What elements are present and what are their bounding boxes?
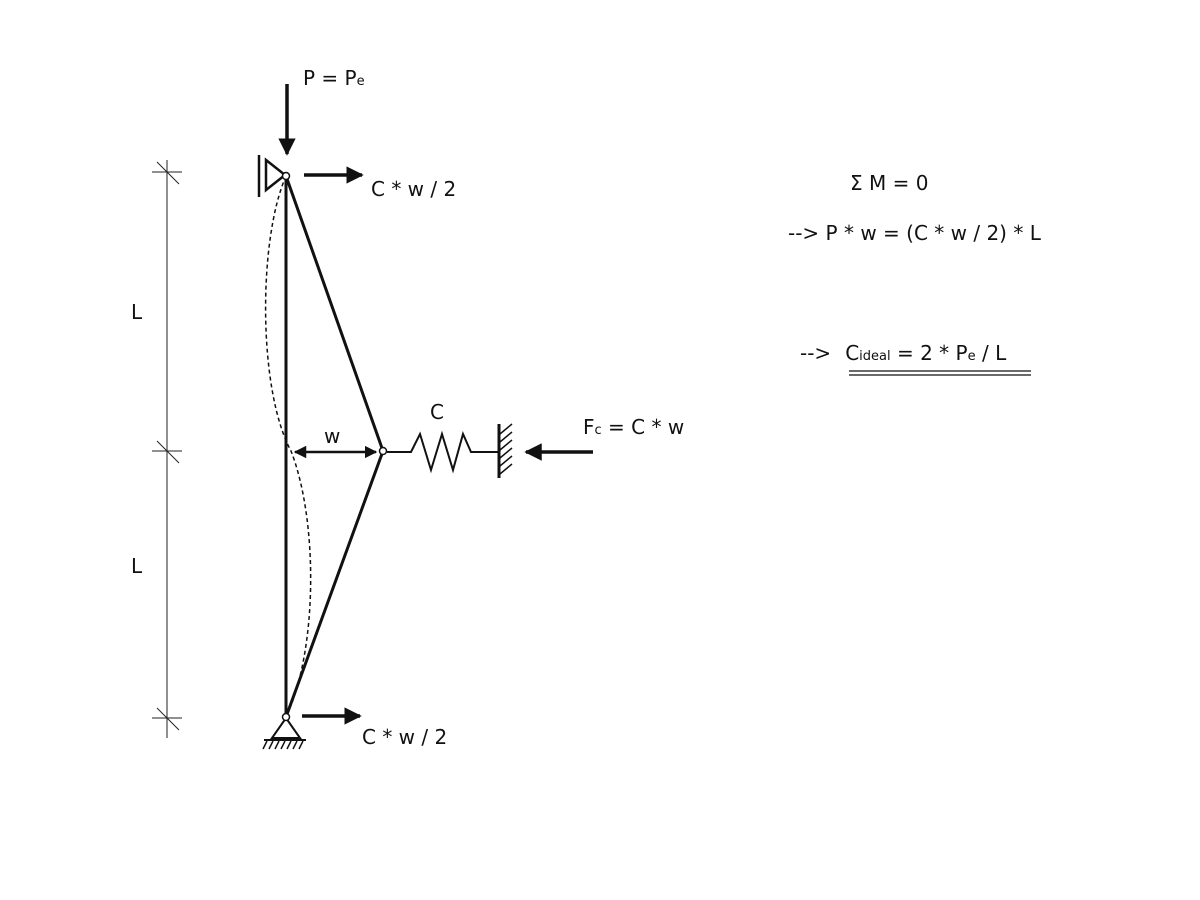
spring-force-label: Fc = C * w	[583, 415, 684, 439]
brace-member-bottom	[284, 450, 385, 718]
result-double-underline	[849, 370, 1031, 376]
bottom-hinge	[281, 712, 291, 722]
deflection-label: w	[324, 424, 340, 448]
top-reaction-label: C * w / 2	[371, 177, 456, 201]
spring-label: C	[430, 400, 444, 424]
mid-hinge	[378, 446, 388, 456]
top-hinge	[281, 171, 291, 181]
equation-sum-moments: Σ M = 0	[850, 171, 928, 195]
brace-member-top	[284, 175, 385, 452]
bottom-pin-support	[262, 716, 306, 750]
buckled-shape-dashed	[264, 175, 312, 718]
equation-moment: --> P * w = (C * w / 2) * L	[788, 221, 1042, 245]
bottom-reaction-label: C * w / 2	[362, 725, 447, 749]
dimension-lines	[152, 160, 182, 738]
axial-load-label: P = Pe	[303, 66, 365, 90]
length-label-top: L	[131, 300, 143, 324]
spring-wall-support	[497, 423, 513, 478]
spring	[387, 430, 499, 474]
length-label-bottom: L	[131, 554, 143, 578]
top-roller-support	[257, 155, 288, 197]
equation-result: -->Cideal = 2 * Pe / L	[800, 341, 1007, 365]
